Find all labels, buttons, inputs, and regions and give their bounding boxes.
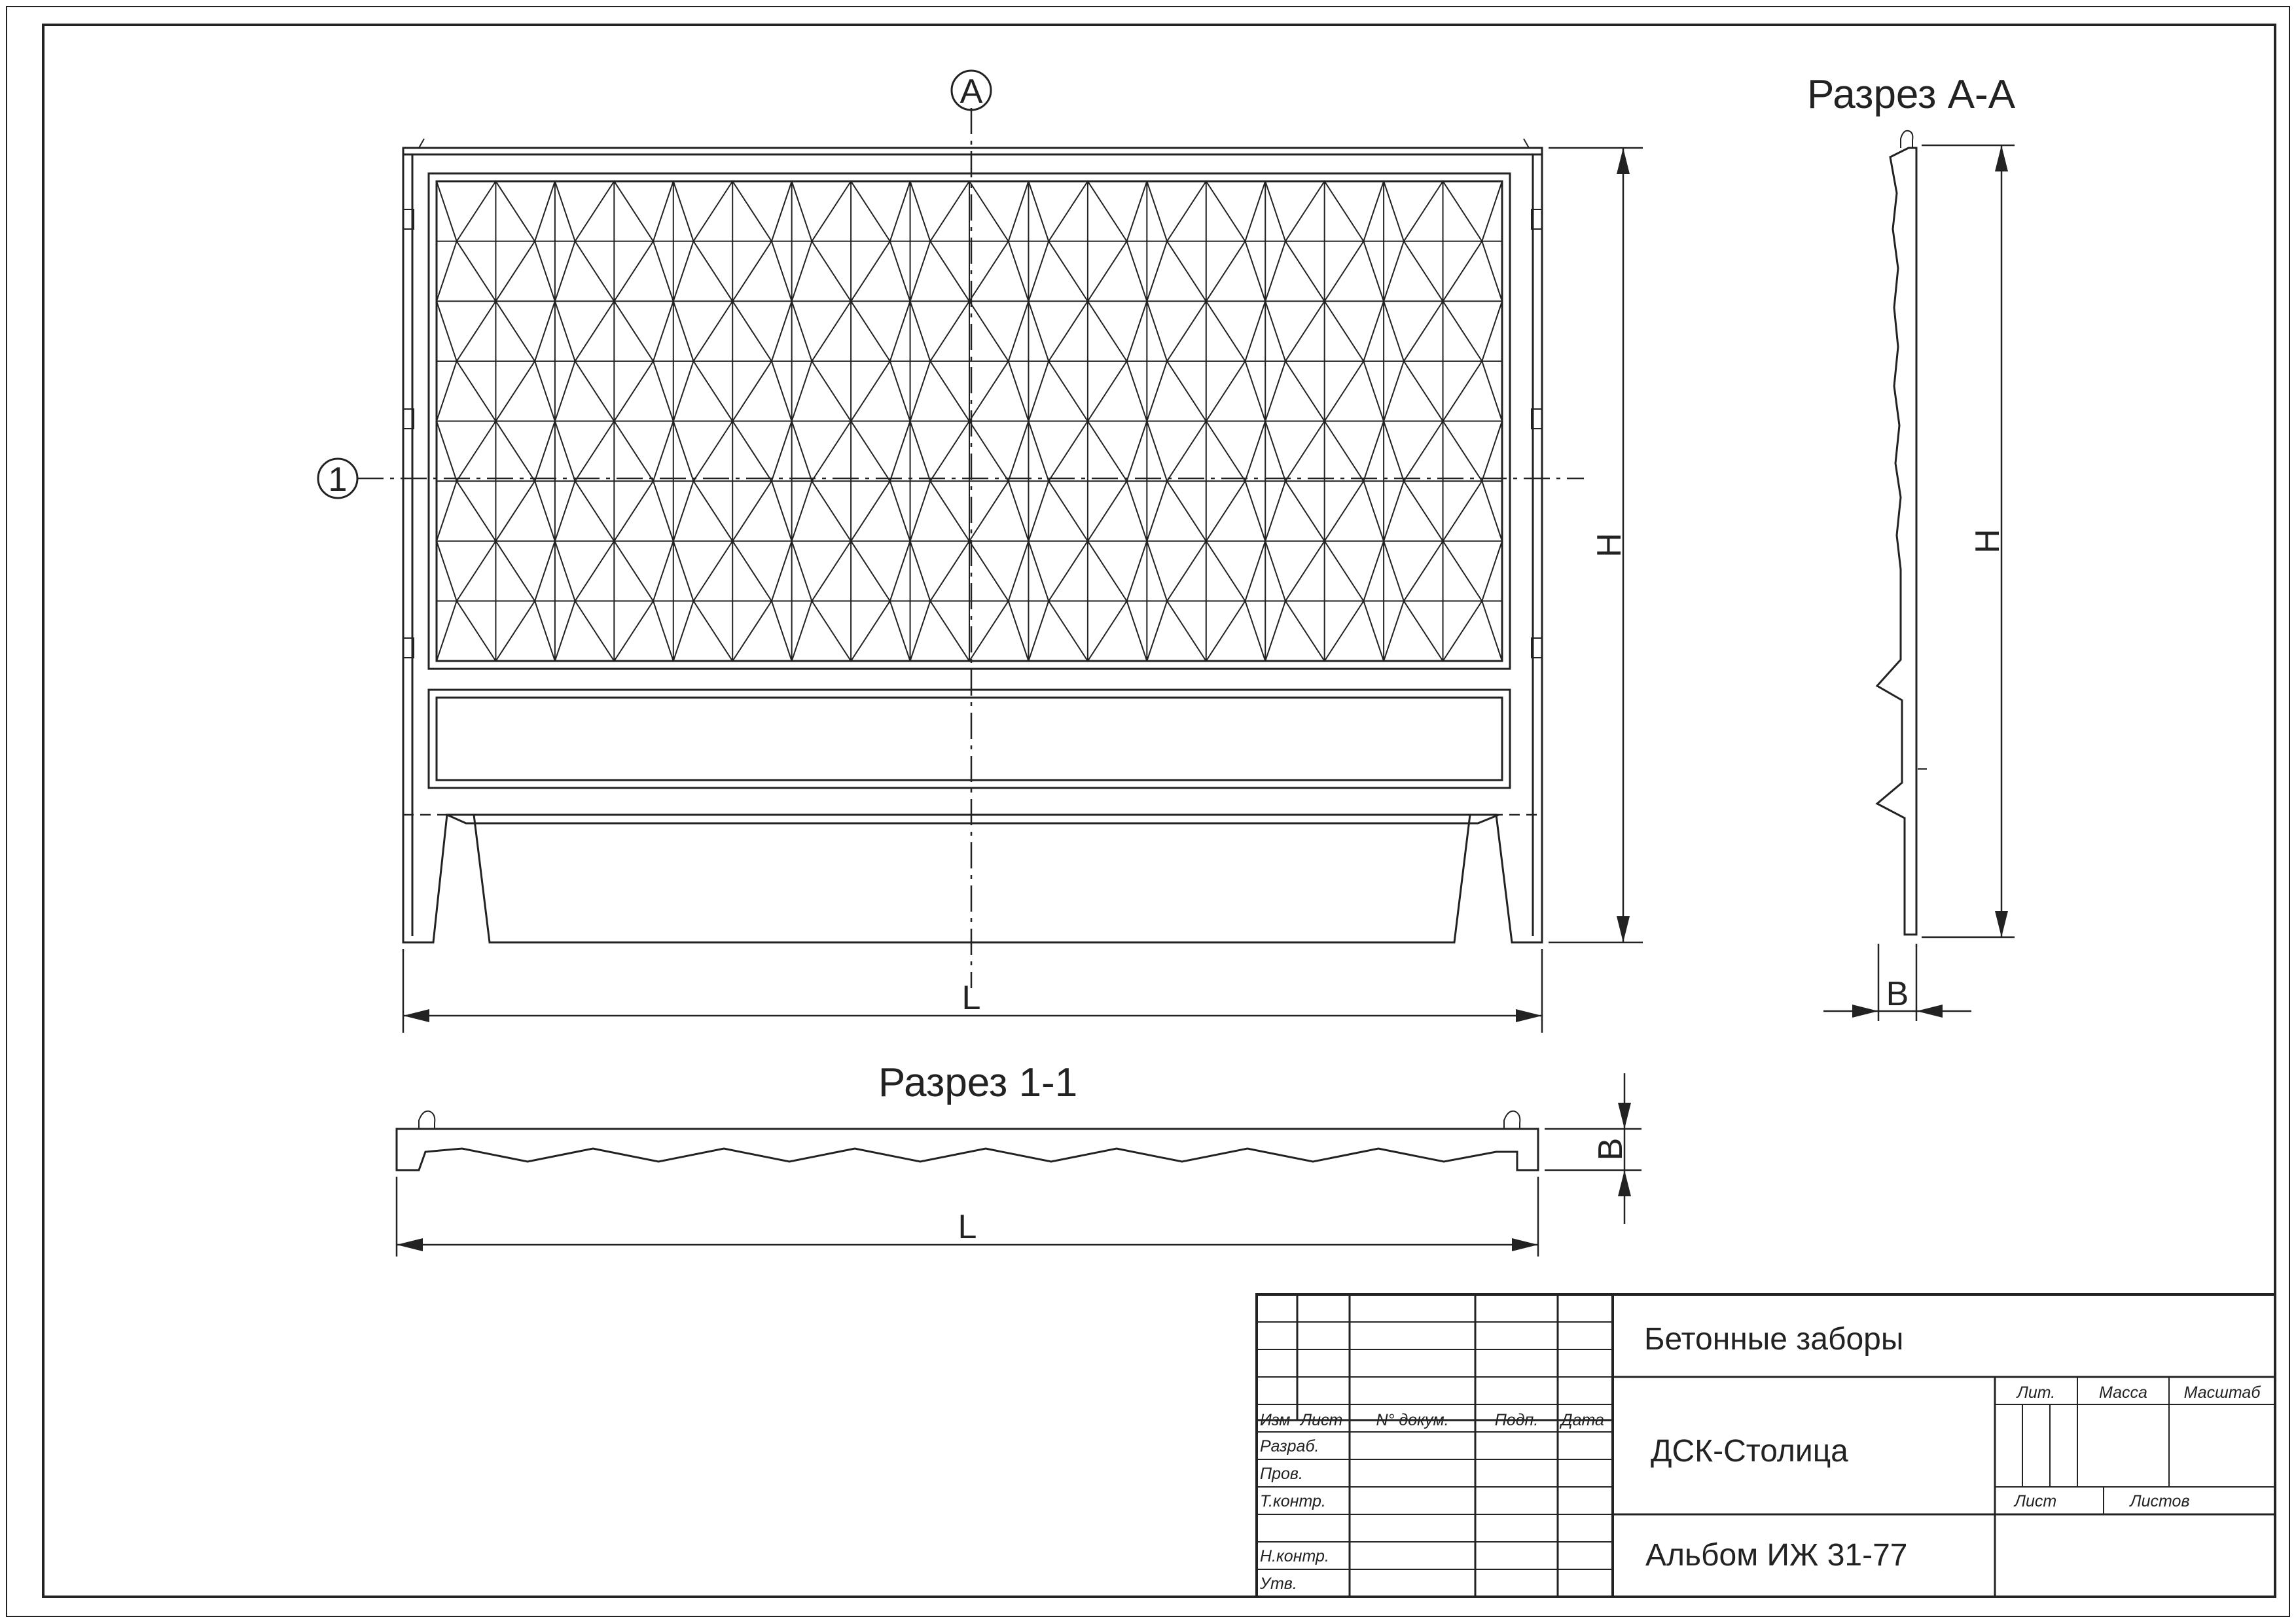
hdr-sheet: Лист: [2013, 1492, 2056, 1510]
outer-border: [6, 6, 2290, 1617]
axis-a-label: А: [960, 73, 983, 111]
role-norm-control: Н.контр.: [1260, 1547, 1329, 1565]
dimension-h-front: H: [1549, 147, 1643, 944]
section-11-profile: [395, 1128, 1539, 1171]
role-approved: Утв.: [1259, 1575, 1297, 1593]
drawing-title: Бетонные заборы: [1644, 1322, 1903, 1357]
section-aa: Разрез А-А H B: [1807, 72, 2016, 1021]
hdr-izm: Изм: [1260, 1411, 1290, 1429]
hdr-sheets: Листов: [2128, 1492, 2189, 1510]
album-reference: Альбом ИЖ 31-77: [1645, 1538, 1907, 1573]
front-view: А 1 H L: [317, 69, 1643, 1033]
axis-1-label: 1: [329, 461, 348, 499]
dimension-b-section-aa: B: [1823, 944, 1971, 1021]
plain-panel-inner: [435, 696, 1503, 781]
organization-name: ДСК-Столица: [1651, 1434, 1848, 1469]
dimension-b-aa-label: B: [1886, 975, 1909, 1013]
dimension-b-section-11: B: [1545, 1073, 1641, 1224]
dimension-l-front: L: [402, 949, 1543, 1033]
hdr-mass: Масса: [2099, 1383, 2147, 1402]
dimension-h-section: H: [1922, 144, 2015, 938]
diamond-pattern: [436, 180, 1503, 662]
hdr-list: Лист: [1299, 1411, 1342, 1429]
role-developed: Разраб.: [1260, 1437, 1319, 1455]
decor-panel-outer: [427, 172, 1511, 670]
lugs: [403, 209, 1542, 658]
hdr-doc-no: N° докум.: [1376, 1411, 1448, 1429]
dimension-b-11-label: B: [1592, 1138, 1630, 1161]
axis-1-bubble: [317, 457, 359, 499]
dimension-l-label: L: [962, 979, 981, 1017]
role-tech-control: Т.контр.: [1260, 1492, 1326, 1510]
hdr-scale: Масштаб: [2184, 1383, 2261, 1402]
fence-slab-outline: [402, 147, 1543, 944]
section-11-title: Разрез 1-1: [878, 1060, 1077, 1105]
hdr-lit: Лит.: [2016, 1383, 2056, 1402]
diamond-facets: [436, 180, 1503, 662]
dimension-l-section: L: [395, 1177, 1539, 1257]
dimension-h-section-label: H: [1969, 529, 2007, 554]
section-aa-title: Разрез А-А: [1807, 72, 2016, 117]
hdr-sign: Подп.: [1495, 1411, 1539, 1429]
axis-a-bubble: [950, 69, 992, 111]
section-aa-profile: [1875, 147, 1918, 936]
role-checked: Пров.: [1260, 1465, 1303, 1483]
plain-panel-outer: [427, 688, 1511, 789]
section-11: Разрез 1-1 L B: [395, 1060, 1641, 1257]
title-block: Изм Лист N° докум. Подп. Дата Разраб. Пр…: [1255, 1293, 2276, 1598]
dimension-h-label: H: [1590, 533, 1628, 558]
dimension-l-section-label: L: [958, 1208, 977, 1246]
hdr-date: Дата: [1559, 1411, 1604, 1429]
drawing-frame: [42, 24, 2276, 1598]
